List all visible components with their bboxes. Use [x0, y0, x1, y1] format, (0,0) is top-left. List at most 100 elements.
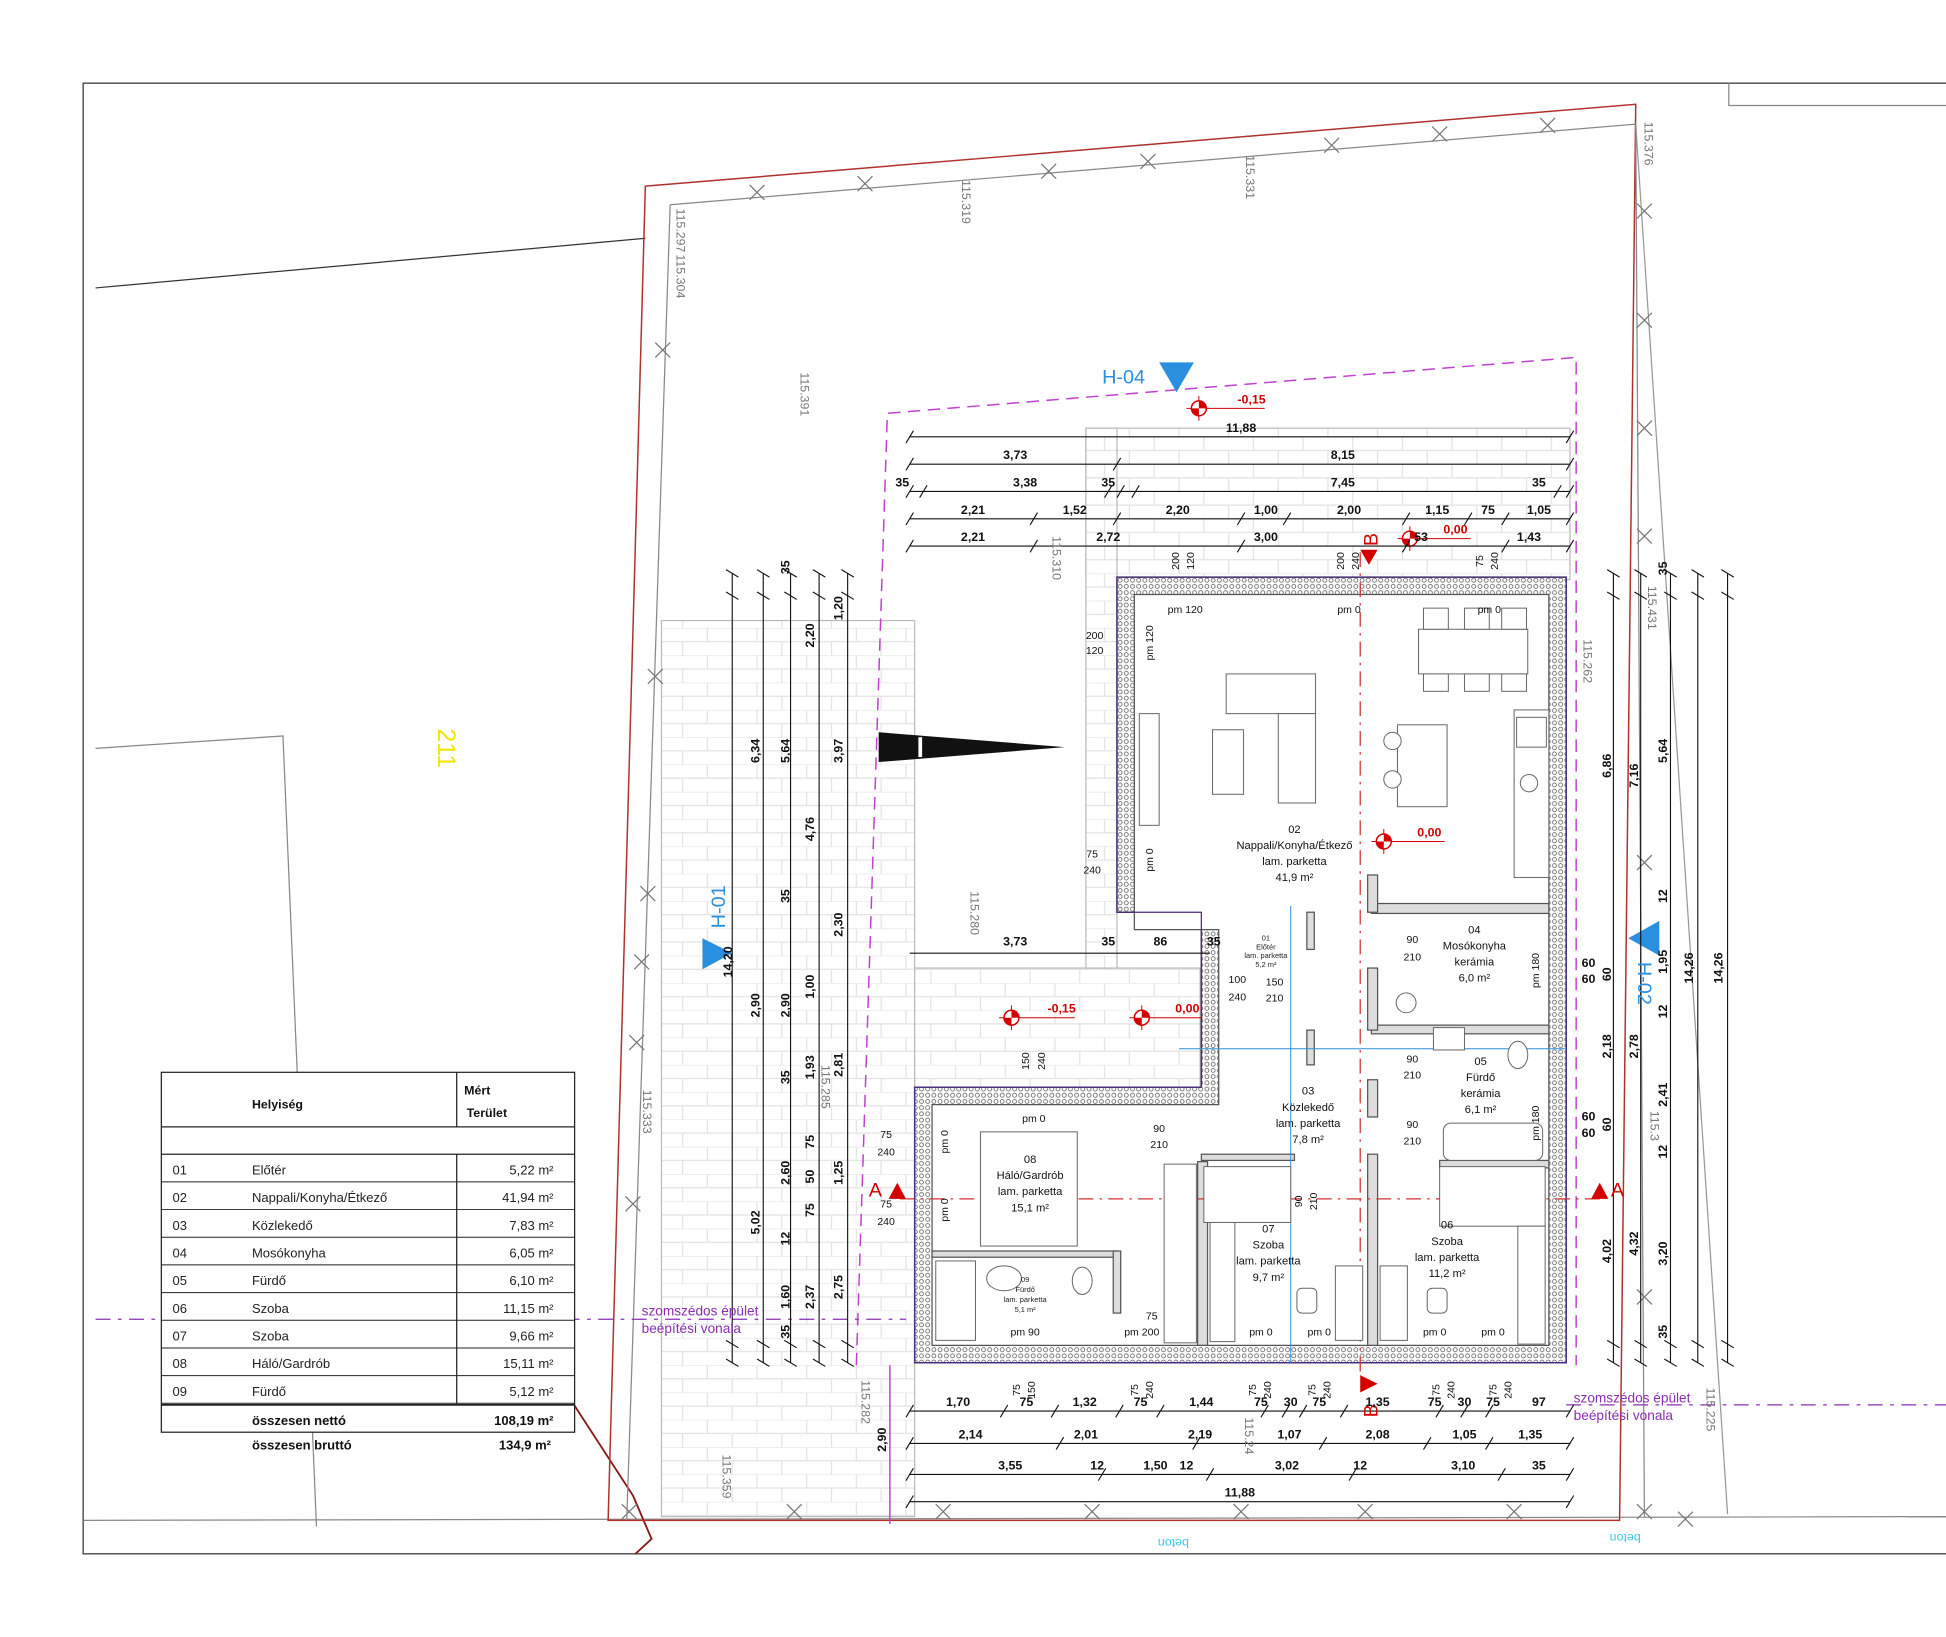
dimension-label: 97 — [1532, 1395, 1546, 1409]
room-label-name: Fürdő — [1015, 1285, 1034, 1294]
table-row-number: 08 — [173, 1356, 187, 1371]
opening-label: 200 — [1170, 552, 1182, 570]
table-row-name: Fürdő — [252, 1273, 286, 1288]
furniture — [935, 607, 1550, 1345]
dimension-label: 4,32 — [1627, 1231, 1641, 1255]
survey-point-label: 115.225 — [1703, 1388, 1717, 1432]
dimension-label: 11,88 — [1226, 421, 1256, 435]
table-row-number: 07 — [173, 1328, 187, 1343]
dimension-label: 2,18 — [1600, 1034, 1614, 1058]
sheet-frame — [82, 82, 1946, 1555]
table-row-area: 5,12 m² — [509, 1384, 554, 1399]
table-header-area-1: Mért — [464, 1084, 490, 1098]
fence-line — [670, 123, 1646, 1517]
fence-post-icon — [1539, 117, 1556, 134]
sink — [1519, 773, 1539, 793]
room-label-name: Nappali/Konyha/Étkező — [1236, 839, 1352, 852]
dimension-label: 2,90 — [875, 1427, 889, 1451]
dimension-label: 12 — [1656, 1004, 1670, 1018]
table-row-number: 09 — [173, 1384, 187, 1399]
table-row-area: 11,15 m² — [503, 1301, 554, 1316]
opening-label: 210 — [1404, 952, 1422, 964]
dimension-label: 75 — [1312, 1395, 1326, 1409]
dimension-label: 86 — [1153, 935, 1167, 949]
fence-markers — [621, 117, 1694, 1527]
elevation-label: -0,15 — [1237, 392, 1265, 406]
room-label-floor: kerámia — [1455, 957, 1495, 969]
wardrobe-06 — [1517, 1225, 1546, 1345]
neighbor-line-label-2: beépítési vonala — [642, 1321, 742, 1336]
opening-label: 240 — [1036, 1052, 1048, 1070]
room-label-name: Szoba — [1253, 1240, 1285, 1252]
tv-unit — [1138, 713, 1160, 826]
survey-point-label: 115.282 — [858, 1380, 872, 1424]
section-h04-arrow — [1159, 362, 1194, 393]
room-label-no: 03 — [1302, 1086, 1314, 1098]
fence-post-icon — [786, 1503, 803, 1520]
room-label-name: Szoba — [1431, 1236, 1463, 1248]
opening-label: 90 — [1406, 934, 1418, 946]
table-row-area: 41,94 m² — [502, 1190, 554, 1205]
opening-label: 120 — [1185, 552, 1197, 570]
dimension-label: 2,00 — [1337, 503, 1361, 517]
opening-label: pm 120 — [1144, 625, 1156, 660]
terrace-left-paving — [1085, 427, 1118, 969]
section-h02-arrow — [1628, 920, 1660, 956]
dimension-label: 35 — [1207, 935, 1221, 949]
opening-label: 75 — [1474, 555, 1486, 567]
dimension-label: 3,55 — [998, 1458, 1022, 1472]
dimension-label: 7,45 — [1331, 476, 1355, 490]
room-label-no: 02 — [1288, 824, 1300, 836]
dimension-label: 4,76 — [803, 817, 817, 841]
table-row-area: 7,83 m² — [509, 1218, 554, 1233]
opening-label: 75 — [1431, 1384, 1443, 1396]
room-label-no: 01 — [1262, 934, 1270, 943]
dimension-label: 60 — [1582, 956, 1596, 970]
opening-label: 75 — [880, 1199, 892, 1211]
dimension-label: 12 — [1656, 1145, 1670, 1159]
street-edge — [83, 1515, 1946, 1521]
fence-post-icon — [749, 184, 765, 201]
dimension-label: 1,50 — [1143, 1458, 1167, 1472]
table-gross-label: összesen bruttó — [252, 1438, 352, 1453]
table-row-name: Háló/Gardrób — [252, 1356, 330, 1371]
fence-post-icon — [647, 668, 664, 685]
dimension-label: 60 — [1582, 1126, 1596, 1140]
dimension-label: 3,10 — [1451, 1458, 1475, 1472]
opening-label: 75 — [1307, 1384, 1319, 1396]
opening-label: 240 — [1229, 991, 1247, 1003]
survey-point-label: 115.297 — [673, 209, 687, 253]
kitchen-island — [1396, 724, 1448, 808]
section-label-h04: H-04 — [1102, 367, 1145, 389]
entrance-paving — [914, 967, 1201, 1091]
washbasin-09 — [986, 1265, 1022, 1292]
dimension-label: 12 — [1353, 1458, 1367, 1472]
dimension-label: 60 — [1600, 967, 1614, 981]
dimension-label: 1,52 — [1063, 503, 1087, 517]
dimension-label: 4,02 — [1600, 1239, 1614, 1263]
fence-post-icon — [935, 1503, 952, 1520]
opening-label: pm 180 — [1530, 953, 1542, 988]
table-row-area: 6,10 m² — [509, 1273, 554, 1288]
toilet-09 — [1071, 1266, 1093, 1295]
opening-label: 240 — [877, 1146, 895, 1158]
survey-point-label: 115.285 — [819, 1065, 833, 1109]
room-label-floor: lam. parketta — [1262, 856, 1327, 868]
survey-point-label: 115.24 — [1242, 1417, 1256, 1454]
dimension-label: 35 — [778, 560, 792, 574]
dimension-label: 3,20 — [1656, 1241, 1670, 1265]
north-arrow — [878, 732, 1065, 763]
room-label-floor: lam. parketta — [1415, 1252, 1480, 1264]
neighbor-line-label-1: szomszédos épület — [642, 1304, 759, 1319]
opening-label: 210 — [1308, 1192, 1320, 1210]
dimension-label: 12 — [778, 1232, 792, 1246]
table-row-area: 5,22 m² — [509, 1162, 554, 1177]
fence-post-icon — [1636, 854, 1653, 871]
room-label-area: 6,0 m² — [1459, 973, 1491, 985]
dimension-label: 75 — [1428, 1395, 1442, 1409]
opening-label: 90 — [1293, 1195, 1305, 1207]
fence-post-icon — [1636, 420, 1653, 437]
double-bed — [979, 1131, 1078, 1247]
dimension-label: 6,86 — [1600, 754, 1614, 778]
dimension-label: 35 — [1101, 935, 1115, 949]
